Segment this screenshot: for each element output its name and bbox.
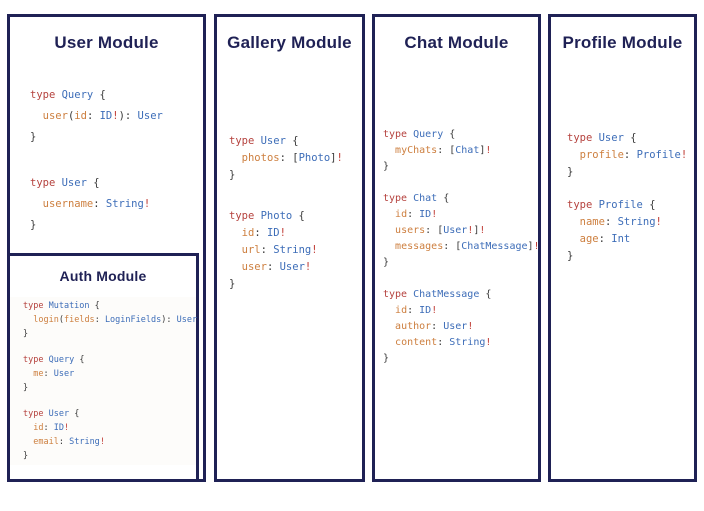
code-block: type Query { user(id: ID!): User} — [30, 85, 203, 148]
code-line: type Photo { — [229, 210, 305, 222]
code-line: type ChatMessage { — [383, 289, 492, 300]
user-module-title: User Module — [54, 33, 159, 52]
code-line: id: ID! — [33, 423, 70, 433]
code-line: age: Int — [579, 233, 631, 245]
user-module-code: type Query { user(id: ID!): User}type Us… — [10, 85, 203, 236]
code-line: type User { — [23, 409, 80, 419]
code-line: author: User! — [395, 321, 474, 332]
auth-module-title: Auth Module — [59, 268, 147, 284]
code-line: } — [23, 329, 29, 339]
chat-module-title: Chat Module — [404, 33, 509, 52]
gallery-module-title: Gallery Module — [227, 33, 352, 52]
code-block: type Query { me: User} — [23, 353, 194, 395]
code-line: users: [User!]! — [395, 225, 486, 236]
code-line: url: String! — [241, 244, 318, 256]
code-line: } — [229, 169, 236, 181]
code-block: type Photo { id: ID! url: String! user: … — [229, 208, 362, 293]
code-line: } — [383, 161, 390, 172]
auth-module-code: type Mutation { login(fields: LoginField… — [10, 297, 198, 465]
code-line: user: User! — [241, 261, 312, 273]
gallery-module-panel: Gallery Module type User { photos: [Phot… — [214, 14, 365, 482]
profile-module-panel: Profile Module type User { profile: Prof… — [548, 14, 697, 482]
code-line: type Query { — [30, 89, 106, 101]
code-line: content: String! — [395, 337, 492, 348]
code-block: type User { profile: Profile!} — [567, 130, 694, 181]
chat-module-panel: Chat Module type Query { myChats: [Chat]… — [372, 14, 541, 482]
code-line: } — [383, 353, 390, 364]
code-line: type User { — [229, 135, 299, 147]
code-line: id: ID! — [395, 209, 438, 220]
code-line: } — [383, 257, 390, 268]
code-line: } — [30, 219, 37, 231]
profile-module-title: Profile Module — [562, 33, 683, 52]
code-line: } — [23, 383, 29, 393]
code-line: } — [567, 250, 574, 262]
code-line: messages: [ChatMessage]! — [395, 241, 540, 252]
code-line: type Profile { — [567, 199, 656, 211]
gallery-module-code: type User { photos: [Photo]!}type Photo … — [217, 133, 362, 293]
chat-module-code: type Query { myChats: [Chat]!}type Chat … — [375, 127, 540, 367]
code-line: username: String! — [42, 198, 151, 210]
code-block: type Profile { name: String! age: Int} — [567, 197, 694, 265]
code-line: type User { — [567, 132, 637, 144]
code-block: type ChatMessage { id: ID! author: User!… — [383, 287, 538, 367]
code-line: } — [567, 166, 574, 178]
code-line: email: String! — [33, 437, 105, 447]
code-line: id: ID! — [395, 305, 438, 316]
code-line: login(fields: LoginFields): User — [33, 315, 198, 325]
code-line: me: User — [33, 369, 75, 379]
code-block: type Chat { id: ID! users: [User!]! mess… — [383, 191, 540, 271]
code-line: type Query { — [23, 355, 85, 365]
code-line: user(id: ID!): User — [42, 110, 163, 122]
code-line: profile: Profile! — [579, 149, 688, 161]
code-block: type User { photos: [Photo]!} — [229, 133, 362, 184]
code-line: myChats: [Chat]! — [395, 145, 492, 156]
code-block: type Query { myChats: [Chat]!} — [383, 127, 538, 175]
auth-module-panel: Auth Module type Mutation { login(fields… — [7, 253, 199, 482]
code-line: } — [229, 278, 236, 290]
code-line: type User { — [30, 177, 100, 189]
code-block: type Mutation { login(fields: LoginField… — [23, 299, 198, 341]
code-block: type User { id: ID! email: String!} — [23, 407, 194, 463]
code-line: } — [23, 451, 29, 461]
code-line: type Mutation { — [23, 301, 100, 311]
code-line: id: ID! — [241, 227, 286, 239]
user-module-panel: User Module type Query { user(id: ID!): … — [7, 14, 206, 482]
code-line: type Query { — [383, 129, 456, 140]
code-line: name: String! — [579, 216, 662, 228]
code-line: photos: [Photo]! — [241, 152, 343, 164]
code-line: } — [30, 131, 37, 143]
profile-module-code: type User { profile: Profile!}type Profi… — [551, 130, 694, 265]
code-block: type User { username: String!} — [30, 173, 203, 236]
code-line: type Chat { — [383, 193, 450, 204]
